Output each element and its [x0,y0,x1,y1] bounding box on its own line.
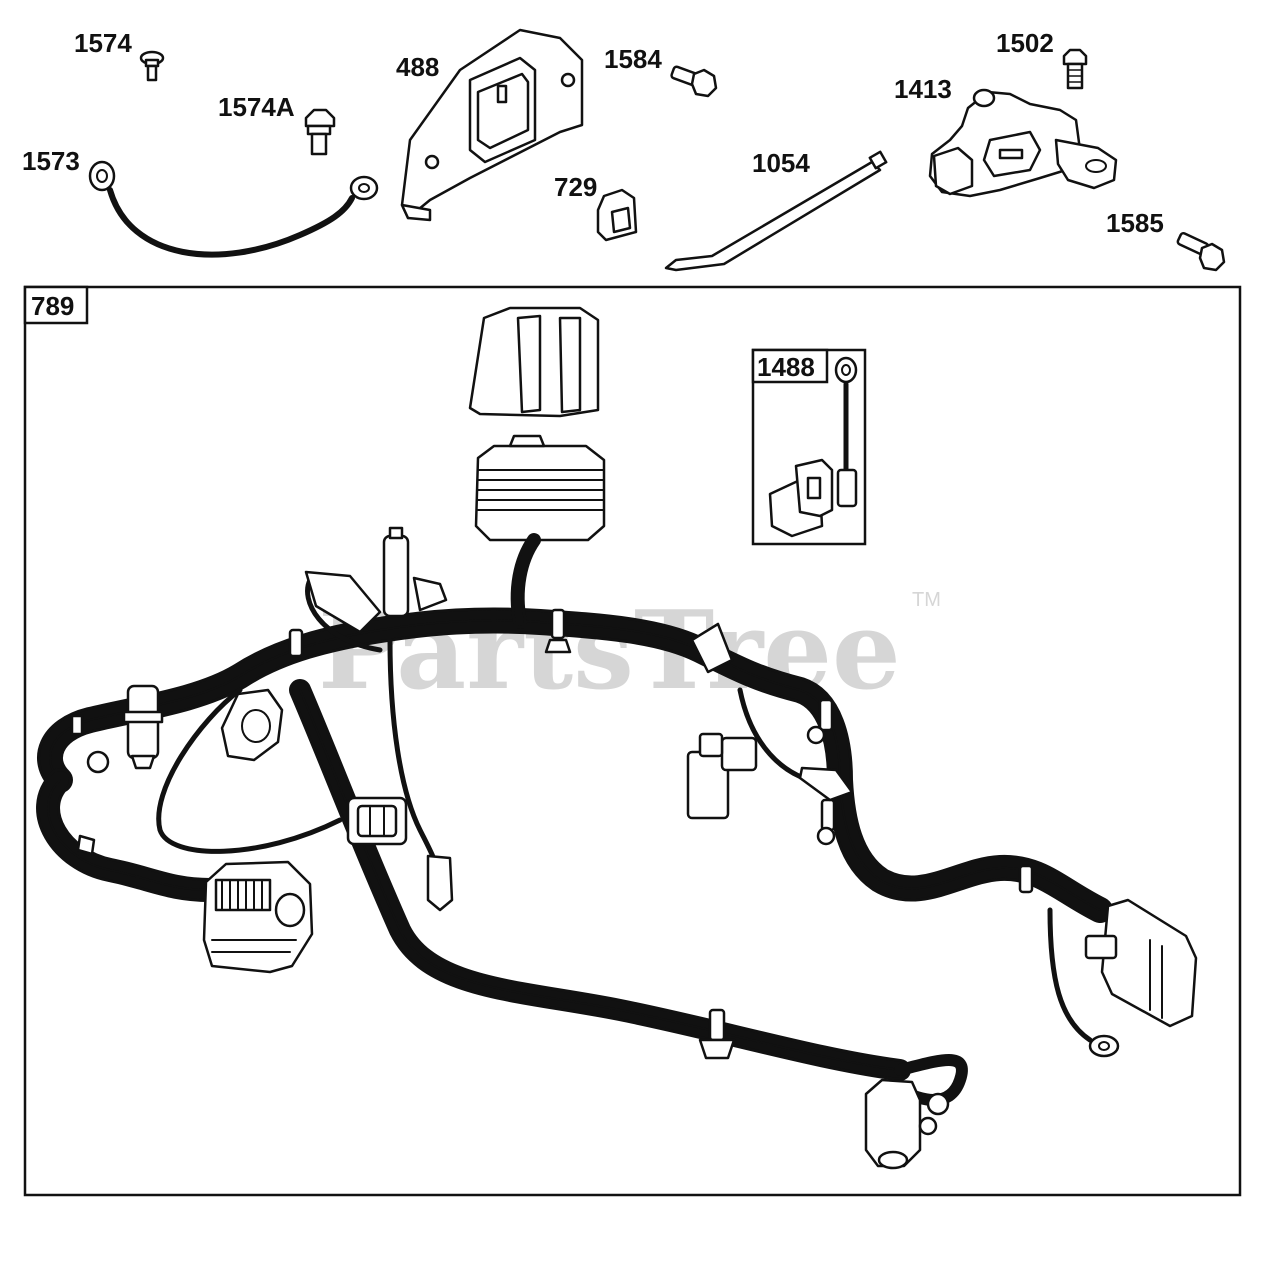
connector-left-sensor-icon[interactable] [122,684,164,770]
harness-789-frame [23,285,1242,1197]
terminal-middle-icon[interactable] [426,854,454,912]
part-label-1488[interactable]: 1488 [757,352,815,382]
harness-tag [690,622,734,674]
part-label-1502[interactable]: 1502 [996,28,1054,58]
part-label-1413[interactable]: 1413 [894,74,952,104]
bracket-488-icon[interactable] [400,28,584,222]
part-label-488[interactable]: 488 [396,52,439,82]
bolt-1574a-icon[interactable] [304,108,336,156]
connector-dual-icon[interactable] [686,732,758,820]
part-label-1573[interactable]: 1573 [22,146,80,176]
part-label-1585[interactable]: 1585 [1106,208,1164,238]
part-label-1054[interactable]: 1054 [752,148,810,178]
regulator-icon[interactable] [474,434,606,542]
cable-tie-1054-icon[interactable] [664,150,888,272]
connector-main-icon[interactable] [202,860,314,974]
switch-1413-icon[interactable] [928,88,1118,198]
bolt-1585-icon[interactable] [1176,231,1226,272]
connector-square-icon[interactable] [346,796,408,846]
harness-clips [70,608,1034,1060]
connector-right-end-icon[interactable] [1084,898,1198,1028]
connector-lower-end-icon[interactable] [864,1078,950,1170]
part-label-729[interactable]: 729 [554,172,597,202]
watermark-tm: TM [912,589,941,611]
connector-round-icon[interactable] [220,688,284,762]
connector-cover-icon[interactable] [468,306,600,418]
bolt-1584-icon[interactable] [670,65,718,98]
ground-cable-1573-icon[interactable] [88,160,379,258]
ring-terminal-icon[interactable] [1088,1034,1120,1058]
screw-1574-icon[interactable] [139,50,165,82]
inset-1488-label-box [751,348,829,384]
harness-strap [798,766,854,802]
part-label-1574a[interactable]: 1574A [218,92,295,122]
jumper-1488-icon[interactable] [768,356,858,538]
part-label-1574[interactable]: 1574 [74,28,132,58]
part-label-1584[interactable]: 1584 [604,44,662,74]
connector-upper-left-icon[interactable] [304,526,448,634]
screw-1502-icon[interactable] [1062,48,1088,90]
part-label-789[interactable]: 789 [31,291,74,321]
clip-729-icon[interactable] [596,188,638,242]
harness-789-label-box [23,285,89,325]
harness-trunk [36,533,1113,1106]
